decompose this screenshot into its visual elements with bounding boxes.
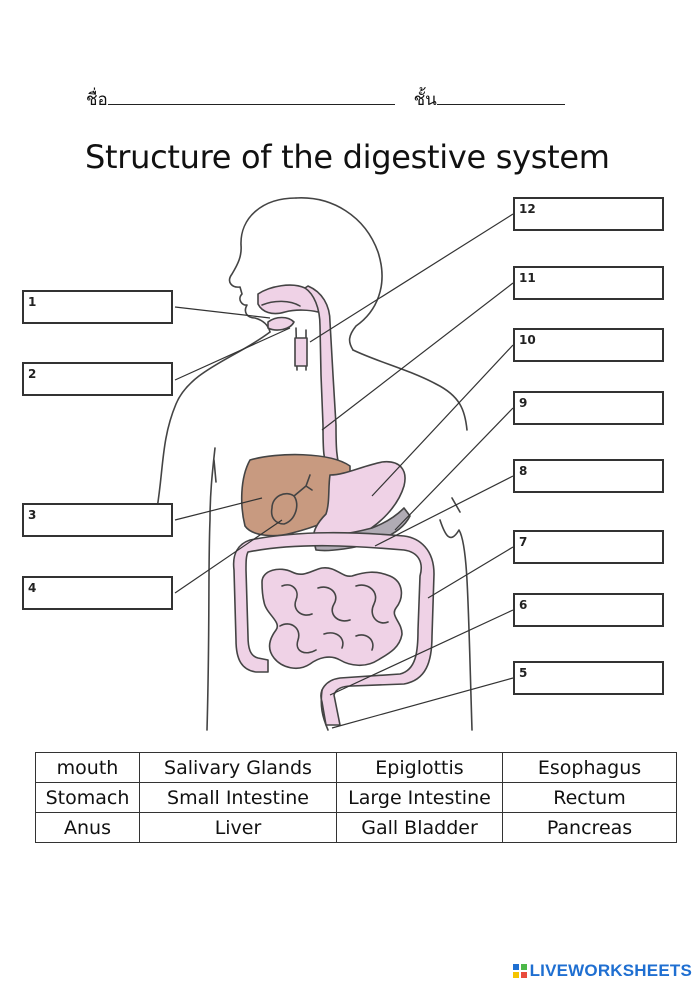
table-row: Stomach Small Intestine Large Intestine … (35, 782, 677, 813)
class-label: ชั้น (413, 90, 437, 110)
gall-bladder (270, 492, 298, 525)
word-cell[interactable]: Stomach (35, 782, 140, 813)
label-box-10[interactable]: 10 (513, 328, 664, 362)
word-cell[interactable]: Gall Bladder (336, 812, 503, 843)
word-cell[interactable]: Small Intestine (139, 782, 337, 813)
leader-8 (374, 475, 514, 547)
label-box-4[interactable]: 4 (22, 576, 173, 610)
rectum (320, 689, 329, 731)
salivary-gland (267, 316, 295, 331)
leader-12 (309, 213, 514, 343)
word-cell[interactable]: Esophagus (502, 752, 677, 783)
brand-text: LIVEWORKSHEETS (529, 961, 692, 980)
liveworksheets-logo-icon (512, 964, 527, 978)
label-box-2[interactable]: 2 (22, 362, 173, 396)
label-number: 5 (519, 666, 528, 680)
label-box-11[interactable]: 11 (513, 266, 664, 300)
class-blank[interactable] (436, 90, 565, 105)
head-outline (228, 197, 297, 333)
leader-9 (394, 407, 514, 531)
leader-1 (174, 306, 271, 319)
label-box-7[interactable]: 7 (513, 530, 664, 564)
label-number: 10 (519, 333, 536, 347)
word-cell[interactable]: Pancreas (502, 812, 677, 843)
label-number: 2 (28, 367, 37, 381)
head-back-outline (295, 197, 383, 351)
page-title: Structure of the digestive system (85, 138, 610, 176)
label-number: 4 (28, 581, 37, 595)
word-cell[interactable]: Liver (139, 812, 337, 843)
body-left-outline (154, 331, 271, 521)
leader-10 (371, 344, 514, 497)
leader-11 (321, 282, 514, 431)
word-cell[interactable]: Epiglottis (336, 752, 503, 783)
arm-right (439, 519, 473, 731)
leader-7 (427, 546, 514, 599)
small-intestine (261, 567, 403, 670)
table-row: Anus Liver Gall Bladder Pancreas (35, 812, 677, 843)
esophagus (304, 285, 343, 476)
word-cell[interactable]: mouth (35, 752, 140, 783)
name-blank[interactable] (107, 90, 395, 105)
large-intestine (232, 531, 435, 726)
leader-4 (174, 519, 283, 594)
word-bank-table: mouth Salivary Glands Epiglottis Esophag… (35, 752, 677, 843)
word-cell[interactable]: Anus (35, 812, 140, 843)
label-box-9[interactable]: 9 (513, 391, 664, 425)
label-box-8[interactable]: 8 (513, 459, 664, 493)
leader-6 (329, 609, 514, 696)
label-number: 3 (28, 508, 37, 522)
label-number: 11 (519, 271, 536, 285)
name-label: ชื่อ (86, 90, 108, 110)
body-right-outline (352, 349, 468, 431)
label-box-1[interactable]: 1 (22, 290, 173, 324)
leader-2 (174, 327, 291, 381)
word-cell[interactable]: Rectum (502, 782, 677, 813)
bile-duct (293, 474, 313, 497)
label-box-5[interactable]: 5 (513, 661, 664, 695)
label-box-12[interactable]: 12 (513, 197, 664, 231)
digestive-illustration (154, 197, 514, 731)
leader-5 (331, 677, 514, 729)
label-number: 1 (28, 295, 37, 309)
liveworksheets-brand[interactable]: LIVEWORKSHEETS (512, 961, 692, 981)
word-cell[interactable]: Salivary Glands (139, 752, 337, 783)
arm-left (206, 447, 216, 731)
label-number: 8 (519, 464, 528, 478)
word-cell[interactable]: Large Intestine (336, 782, 503, 813)
tongue (261, 300, 301, 307)
label-box-3[interactable]: 3 (22, 503, 173, 537)
table-row: mouth Salivary Glands Epiglottis Esophag… (35, 752, 677, 783)
label-number: 6 (519, 598, 528, 612)
waist-left (213, 459, 217, 483)
leader-3 (174, 497, 263, 521)
digestive-diagram: 1 2 3 4 12 11 10 9 8 7 6 5 (0, 190, 700, 735)
small-intestine-folds (279, 584, 389, 654)
name-class-line: ชื่อ ชั้น (86, 86, 565, 113)
label-number: 12 (519, 202, 536, 216)
label-number: 7 (519, 535, 528, 549)
label-box-6[interactable]: 6 (513, 593, 664, 627)
epiglottis (294, 337, 308, 367)
label-number: 9 (519, 396, 528, 410)
